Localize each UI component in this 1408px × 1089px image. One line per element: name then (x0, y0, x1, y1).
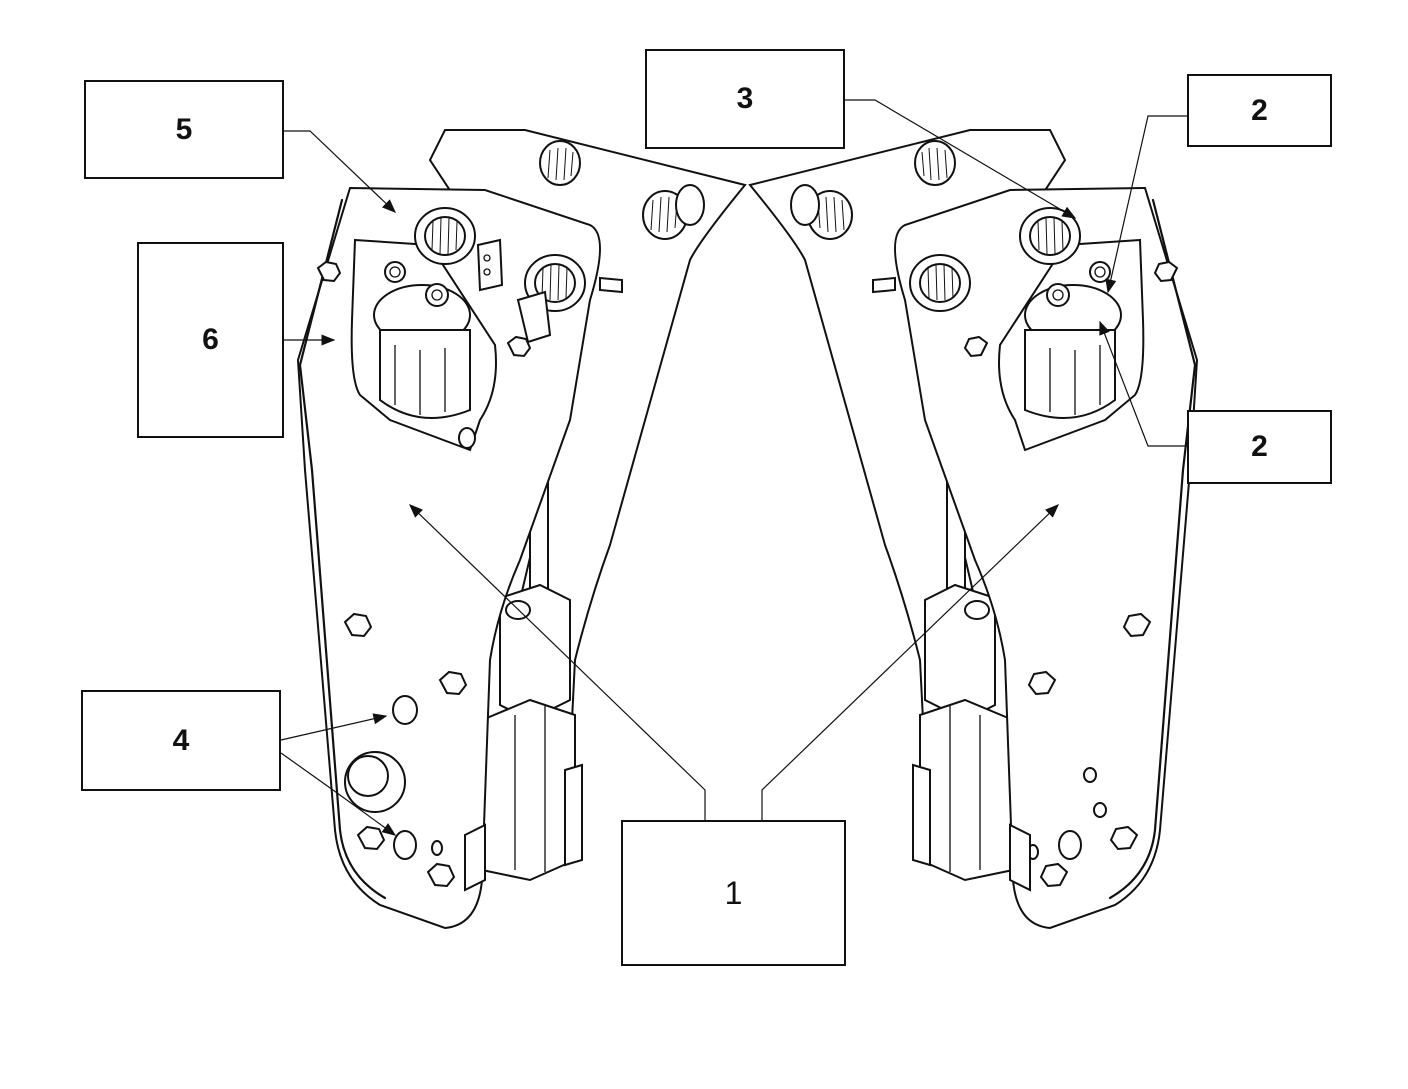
callout-2-upper-label: 2 (1251, 93, 1268, 127)
callout-3-label: 3 (736, 82, 754, 115)
right-hydraulic-cylinder (919, 439, 1014, 882)
callout-2-upper: 2 (1187, 74, 1332, 147)
left-bolts (316, 260, 532, 888)
leader-4-upper (280, 713, 388, 741)
right-upper-bushings (872, 207, 1081, 312)
leader-3 (845, 99, 1077, 219)
left-pump-unit (373, 261, 476, 449)
callout-4: 4 (81, 690, 281, 791)
callout-2-lower: 2 (1187, 410, 1332, 484)
callout-6-label: 6 (202, 323, 219, 356)
callout-5: 5 (84, 80, 284, 179)
callout-3: 3 (645, 49, 845, 149)
callout-5-label: 5 (175, 112, 193, 146)
left-rear-lug-hole (539, 140, 581, 186)
leader-4-lower (280, 752, 397, 836)
leader-2-upper (1105, 115, 1188, 294)
right-bolts (963, 260, 1179, 888)
callout-2-lower-label: 2 (1251, 430, 1268, 463)
callout-4-label: 4 (172, 723, 190, 757)
leader-1-right (761, 504, 1060, 820)
leader-lines (280, 99, 1188, 836)
right-bracket-assembly (748, 129, 1199, 930)
right-pump-unit (1024, 261, 1122, 419)
left-lower-hole (392, 695, 418, 725)
callout-6: 6 (137, 242, 284, 438)
left-upper-bushings (414, 207, 623, 344)
leader-1-left (408, 504, 706, 820)
leader-5 (284, 130, 397, 213)
callout-1-label: 1 (724, 874, 743, 911)
callout-1: 1 (621, 820, 846, 966)
left-pivot-boss (344, 751, 406, 813)
left-bracket-assembly (296, 129, 747, 930)
leader-2-lower (1099, 320, 1188, 447)
